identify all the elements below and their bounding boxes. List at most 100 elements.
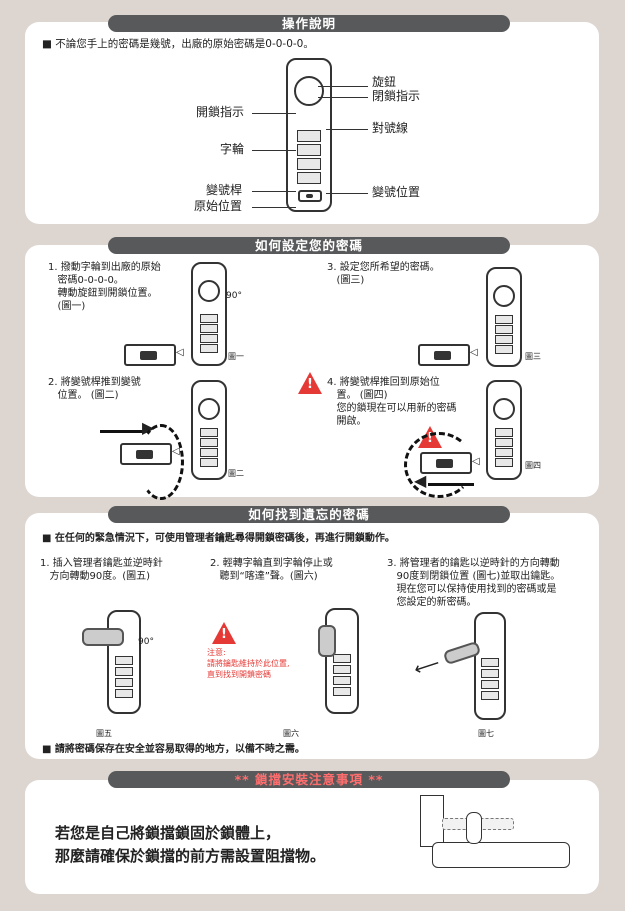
wheel-icon bbox=[297, 144, 321, 156]
install-note-line-2: 那麼請確保於鎖擋的前方需設置阻擋物。 bbox=[55, 847, 326, 865]
wheel-icon bbox=[200, 448, 218, 457]
storage-note: ■ 請將密碼保存在安全並容易取得的地方，以備不時之需。 bbox=[42, 744, 305, 755]
highlight-circle bbox=[138, 424, 184, 500]
default-code-note: ■ 不論您手上的密碼是幾號，出廠的原始密碼是0-0-0-0。 bbox=[42, 38, 314, 50]
lever-diagram-3 bbox=[418, 344, 470, 366]
section-title-set-code: 如何設定您的密碼 bbox=[108, 237, 510, 254]
figure-6-label: 圖六 bbox=[283, 729, 299, 738]
wheel-icon bbox=[495, 325, 513, 334]
wheel-icon bbox=[115, 678, 133, 687]
leader-line bbox=[252, 191, 296, 192]
arrow-head-icon: ◀ bbox=[414, 471, 427, 490]
figure-7-label: 圖七 bbox=[478, 729, 494, 738]
warning-text: 請將鑰匙維持於此位置, 直到找到開鎖密碼 bbox=[207, 659, 290, 679]
step-1-text: 1. 撥動字輪到出廠的原始 密碼0-0-0-0。 轉動旋鈕到開鎖位置。 (圖一) bbox=[48, 262, 161, 312]
wheel-icon bbox=[495, 335, 513, 344]
leader-line bbox=[318, 97, 368, 98]
wheel-icon bbox=[495, 438, 513, 447]
wheel-icon bbox=[115, 656, 133, 665]
label-original-position: 原始位置 bbox=[194, 199, 243, 213]
highlight-circle bbox=[404, 432, 474, 498]
label-wheels: 字輪 bbox=[220, 142, 245, 156]
lever-diagram-2 bbox=[120, 443, 172, 465]
wheel-icon bbox=[297, 158, 321, 170]
leader-line bbox=[252, 150, 296, 151]
section-title-installation: ** 鎖擋安裝注意事項 ** bbox=[108, 771, 510, 788]
wheel-icon bbox=[333, 654, 351, 663]
lock-figure-4 bbox=[486, 380, 522, 480]
wheel-icon bbox=[200, 314, 218, 323]
knob-icon bbox=[493, 285, 515, 307]
step-5-text: 1. 插入管理者鑰匙並逆時針 方向轉動90度。(圖五) bbox=[40, 558, 163, 582]
label-change-lever: 變號桿 bbox=[206, 183, 243, 197]
lock-figure-6 bbox=[325, 608, 359, 714]
lever-diagram-4 bbox=[420, 452, 472, 474]
wheel-icon bbox=[333, 676, 351, 685]
warning-icon: ! bbox=[212, 622, 236, 644]
figure-4-label: 圖四 bbox=[525, 461, 541, 470]
emergency-note: ■ 在任何的緊急情況下，可使用管理者鑰匙尋得開鎖密碼後，再進行開鎖動作。 bbox=[42, 533, 395, 544]
wheel-icon bbox=[495, 458, 513, 467]
step-3-text: 3. 設定您所希望的密碼。 (圖三) bbox=[327, 262, 440, 286]
wheel-icon bbox=[495, 428, 513, 437]
step-4-text: 4. 將變號桿推回到原始位 置。 (圖四) 您的鎖現在可以用新的密碼 開啟。 bbox=[327, 377, 457, 427]
wheel-icon bbox=[200, 428, 218, 437]
lock-figure-3 bbox=[486, 267, 522, 367]
wheel-icon bbox=[297, 130, 321, 142]
label-align-line: 對號線 bbox=[372, 121, 409, 135]
leader-line bbox=[252, 207, 296, 208]
wheel-icon bbox=[495, 345, 513, 354]
step-7-text: 3. 將管理者的鑰匙以逆時針的方向轉動 90度到閉鎖位置 (圖七)並取出鑰匙。 … bbox=[387, 558, 561, 608]
lock-figure-1 bbox=[191, 262, 227, 366]
admin-key-icon bbox=[318, 625, 336, 657]
section-title-forgot-code: 如何找到遺忘的密碼 bbox=[108, 506, 510, 523]
step-2-text: 2. 將變號桿推到變號 位置。 (圖二) bbox=[48, 377, 141, 401]
admin-key-icon bbox=[82, 628, 124, 646]
wheel-icon bbox=[481, 680, 499, 689]
figure-5-label: 圖五 bbox=[96, 729, 112, 738]
wheel-icon bbox=[200, 334, 218, 343]
warning-icon: ! bbox=[298, 372, 322, 394]
wheel-icon bbox=[333, 665, 351, 674]
section-installation bbox=[25, 780, 599, 894]
wheel-icon bbox=[495, 448, 513, 457]
lever-diagram-1 bbox=[124, 344, 176, 366]
stopper-block-icon bbox=[420, 795, 444, 847]
section-title-operation: 操作說明 bbox=[108, 15, 510, 32]
arrow-left-icon: ◁ bbox=[470, 347, 478, 358]
wheel-icon bbox=[481, 669, 499, 678]
label-knob: 旋鈕 bbox=[372, 75, 397, 89]
wheel-icon bbox=[481, 691, 499, 700]
figure-1-label: 圖一 bbox=[228, 352, 244, 361]
wheel-icon bbox=[200, 344, 218, 353]
lock-figure-2 bbox=[191, 380, 227, 480]
label-lock-indicator: 閉鎖指示 bbox=[372, 89, 421, 103]
figure-3-label: 圖三 bbox=[525, 352, 541, 361]
knob-icon bbox=[294, 76, 324, 106]
step-6-text: 2. 輕轉字輪直到字輪停止或 聽到“喀達”聲。(圖六) bbox=[210, 558, 333, 582]
wheel-icon bbox=[200, 324, 218, 333]
leader-line bbox=[252, 113, 296, 114]
rotation-degree: 90° bbox=[138, 637, 154, 647]
lock-body-icon bbox=[432, 842, 570, 868]
arrow-left-icon: ◁ bbox=[472, 456, 480, 467]
wheel-icon bbox=[200, 438, 218, 447]
wheel-icon bbox=[115, 689, 133, 698]
lock-figure-7 bbox=[474, 612, 506, 720]
wheel-icon bbox=[333, 687, 351, 696]
leader-line bbox=[326, 129, 368, 130]
knob-icon bbox=[198, 280, 220, 302]
arrow-left-icon: ◁ bbox=[172, 446, 180, 457]
lock-figure-5 bbox=[107, 610, 141, 714]
wheel-icon bbox=[481, 658, 499, 667]
install-note-line-1: 若您是自己將鎖擋鎖固於鎖體上， bbox=[55, 824, 281, 842]
wheel-icon bbox=[495, 315, 513, 324]
lock-dial-icon bbox=[466, 812, 482, 844]
knob-icon bbox=[198, 398, 220, 420]
arrow-left-icon: ◁ bbox=[176, 347, 184, 358]
label-change-position: 變號位置 bbox=[372, 185, 421, 199]
wheel-icon bbox=[115, 667, 133, 676]
warning-title: 注意: bbox=[207, 648, 226, 657]
label-open-indicator: 開鎖指示 bbox=[196, 105, 245, 119]
wheel-icon bbox=[297, 172, 321, 184]
